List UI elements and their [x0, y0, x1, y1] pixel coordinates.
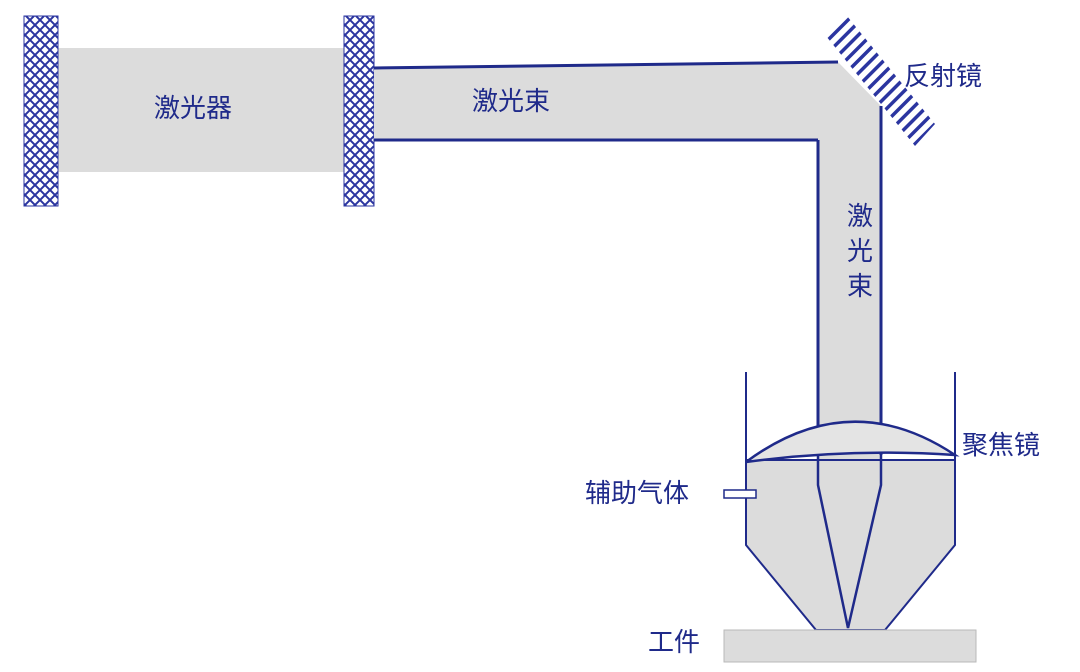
- label-beam-horizontal: 激光束: [472, 87, 551, 117]
- label-beam-vertical-char-2: 光: [846, 237, 873, 267]
- label-workpiece: 工件: [648, 628, 701, 658]
- label-beam-vertical-char-3: 束: [846, 272, 873, 302]
- focus-lens: [745, 420, 960, 464]
- focus-head-body: [745, 459, 956, 631]
- label-focus-lens: 聚焦镜: [962, 431, 1041, 461]
- label-assist-gas: 辅助气体: [585, 479, 690, 509]
- laser-left-mirror: [23, 15, 59, 207]
- converging-beam: [816, 455, 883, 629]
- beam-top-edge: [373, 60, 839, 70]
- workpiece: [723, 629, 977, 663]
- laser-body: [40, 48, 360, 172]
- label-beam-vertical-char-1: 激: [846, 202, 873, 232]
- label-mirror: 反射镜: [904, 62, 983, 92]
- assist-gas-inlet: [723, 489, 757, 499]
- reflector-mirror: [826, 16, 935, 146]
- label-beam-vertical: 激 光 束: [844, 200, 876, 305]
- label-laser: 激光器: [154, 94, 233, 124]
- laser-right-mirror: [343, 15, 375, 207]
